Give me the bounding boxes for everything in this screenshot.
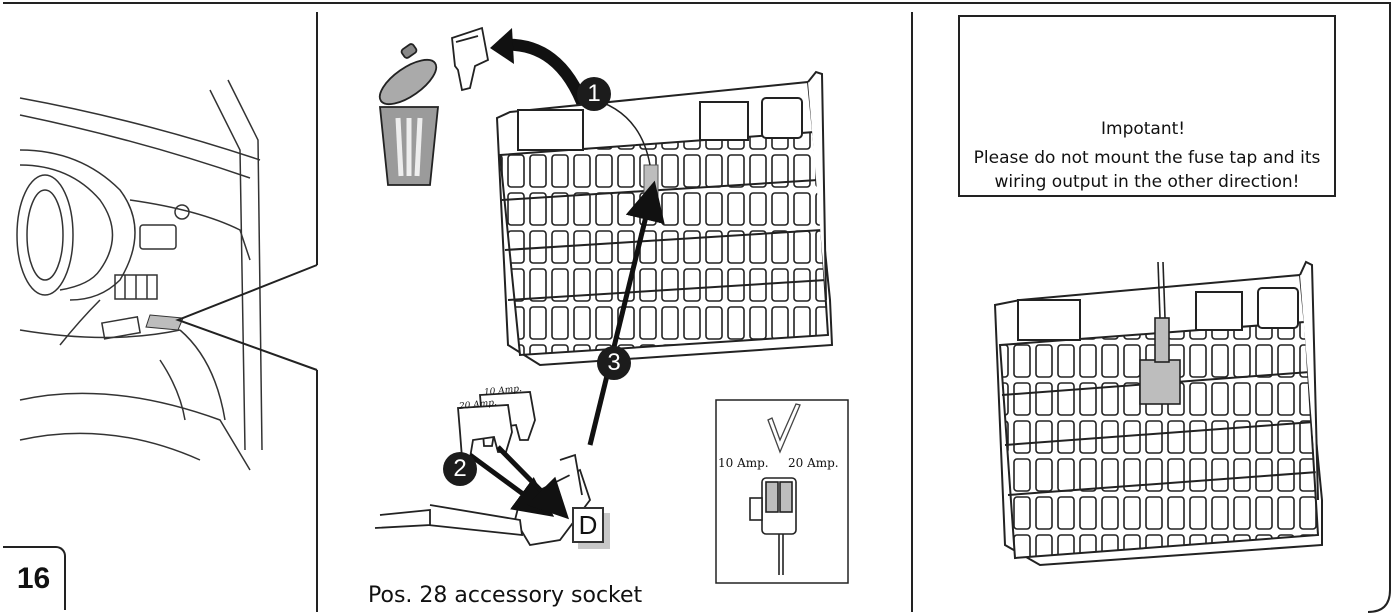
target-fuse-slot [643,164,659,198]
inset-fuse-tap [749,477,797,575]
trash-can-icon [378,43,439,186]
insert-arrow [587,180,665,446]
mounted-fuse-tap [1139,261,1181,405]
callout-3: 3 [597,346,631,380]
connector-label: D [572,507,604,543]
zoom-lines [175,264,318,371]
warning-title: Impotant! [1101,119,1186,139]
inset-label-10: 10 Amp. [718,456,769,470]
fuse-tap-assembly [374,391,592,546]
removed-fuse-icon [451,26,490,92]
fuse-box-right [993,260,1323,567]
callout-2: 2 [443,452,477,486]
warning-box [958,15,1336,197]
checkmark-icon [767,403,801,454]
warning-body: Please do not mount the fuse tap and its… [973,148,1321,192]
step-number: 16 [3,546,66,610]
caption: Pos. 28 accessory socket [368,583,643,608]
car-interior-sketch [16,79,263,471]
fuse-location-highlight [145,314,184,331]
inset-label-20: 20 Amp. [788,456,839,470]
outer-border [3,2,1391,613]
fuse-box-left [495,70,834,367]
callout-1: 1 [577,77,611,111]
